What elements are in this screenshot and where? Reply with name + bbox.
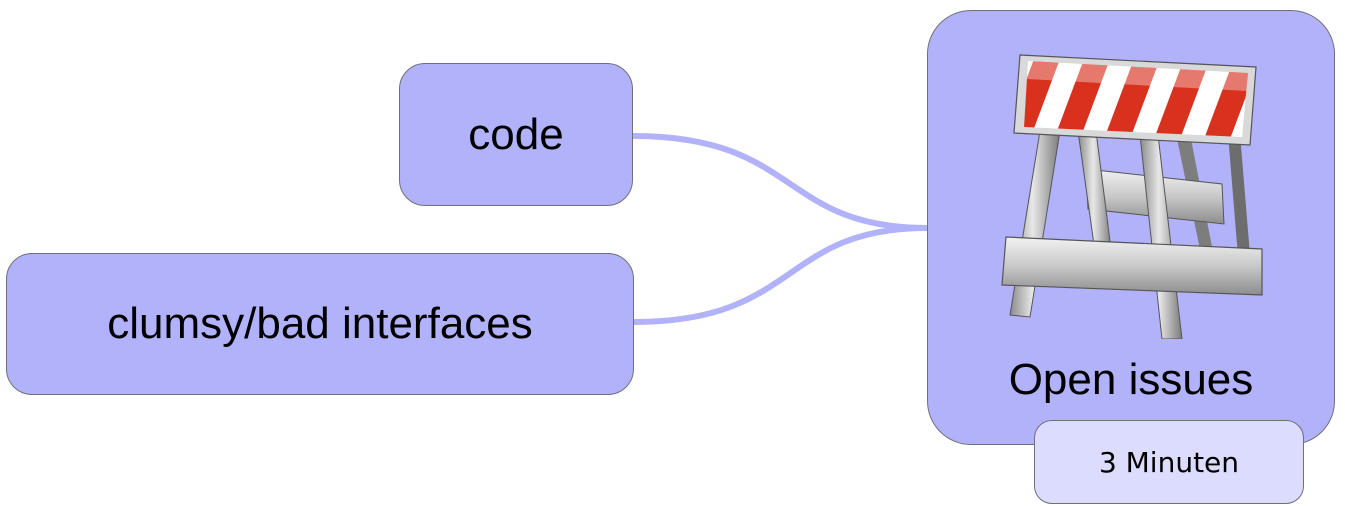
node-open-issues[interactable]: Open issues [927, 10, 1335, 445]
node-open-issues-label: Open issues [1008, 355, 1254, 404]
connector-code-to-open-issues [630, 133, 930, 231]
node-clumsy-label: clumsy/bad interfaces [107, 299, 533, 348]
duration-badge: 3 Minuten [1034, 420, 1304, 504]
node-code[interactable]: code [399, 63, 633, 206]
node-code-label: code [468, 109, 564, 159]
road-barricade-icon [1001, 54, 1263, 339]
node-clumsy-bad-interfaces[interactable]: clumsy/bad interfaces [6, 253, 634, 395]
connector-clumsy-to-open-issues [631, 225, 930, 325]
duration-badge-label: 3 Minuten [1098, 445, 1240, 479]
